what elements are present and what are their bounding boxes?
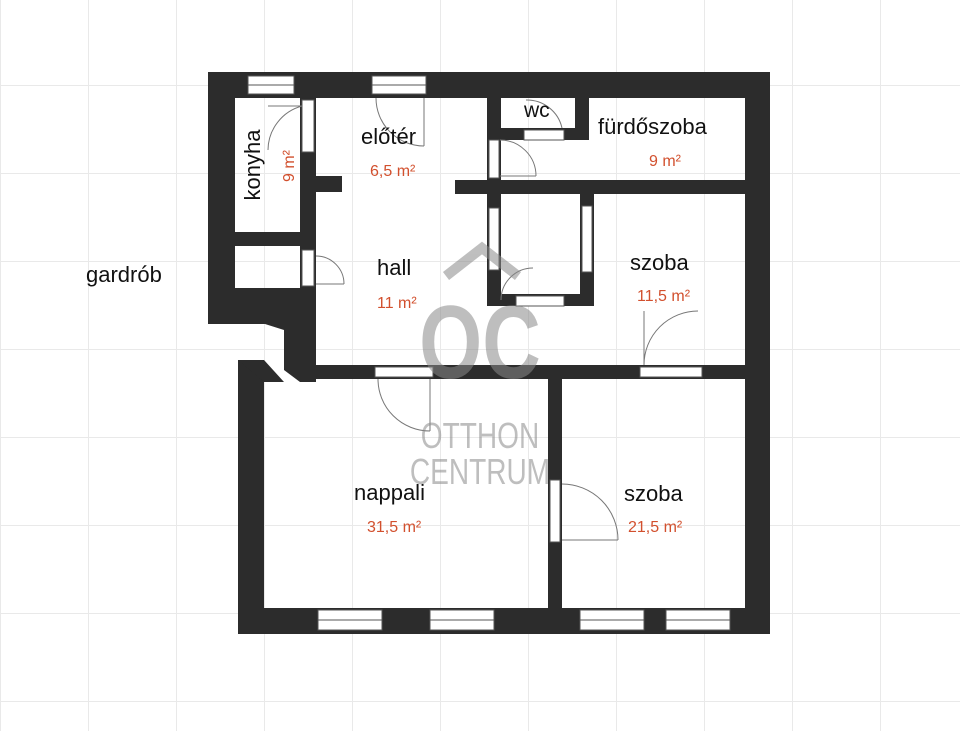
- room-area-eloter: 6,5 m²: [370, 163, 415, 181]
- room-area-hall-value: 11 m²: [377, 295, 417, 312]
- svg-text:CENTRUM: CENTRUM: [410, 452, 550, 492]
- room-area-konyha-value: 9 m²: [281, 150, 298, 182]
- door-openings: [301, 99, 703, 543]
- door-swings: [267, 97, 699, 541]
- walls: [208, 72, 770, 634]
- room-label-szoba-1: szoba: [630, 250, 689, 275]
- room-area-szoba-1-value: 11,5 m²: [637, 288, 691, 305]
- room-area-nappali-value: 31,5 m²: [367, 519, 422, 536]
- room-label-hall: hall: [377, 255, 412, 280]
- room-area-szoba-2-value: 21,5 m²: [628, 519, 683, 536]
- room-area-szoba-2: 21,5 m²: [628, 519, 682, 537]
- svg-text:OTTHON: OTTHON: [421, 416, 539, 456]
- room-area-konyha: 9 m²: [281, 138, 299, 194]
- room-label-furdoszoba: fürdőszoba: [598, 114, 707, 139]
- room-label-szoba-2: szoba: [624, 481, 683, 506]
- otthon-centrum-logo: OC OTTHON CENTRUM: [410, 241, 550, 492]
- room-area-szoba-1: 11,5 m²: [637, 288, 690, 306]
- room-label-nappali: nappali: [354, 480, 425, 505]
- outside-label-gardrob: gardrób: [86, 262, 162, 287]
- room-area-eloter-value: 6,5 m²: [370, 163, 416, 180]
- room-area-hall: 11 m²: [377, 295, 417, 313]
- room-label-wc: wc: [524, 99, 550, 122]
- room-area-furdoszoba-value: 9 m²: [649, 153, 681, 170]
- room-label-konyha: konyha: [240, 129, 265, 201]
- room-area-furdoszoba: 9 m²: [649, 153, 681, 171]
- svg-text:OC: OC: [419, 284, 541, 400]
- room-label-eloter: előtér: [361, 124, 417, 149]
- windows: [247, 75, 731, 631]
- room-area-nappali: 31,5 m²: [367, 519, 421, 537]
